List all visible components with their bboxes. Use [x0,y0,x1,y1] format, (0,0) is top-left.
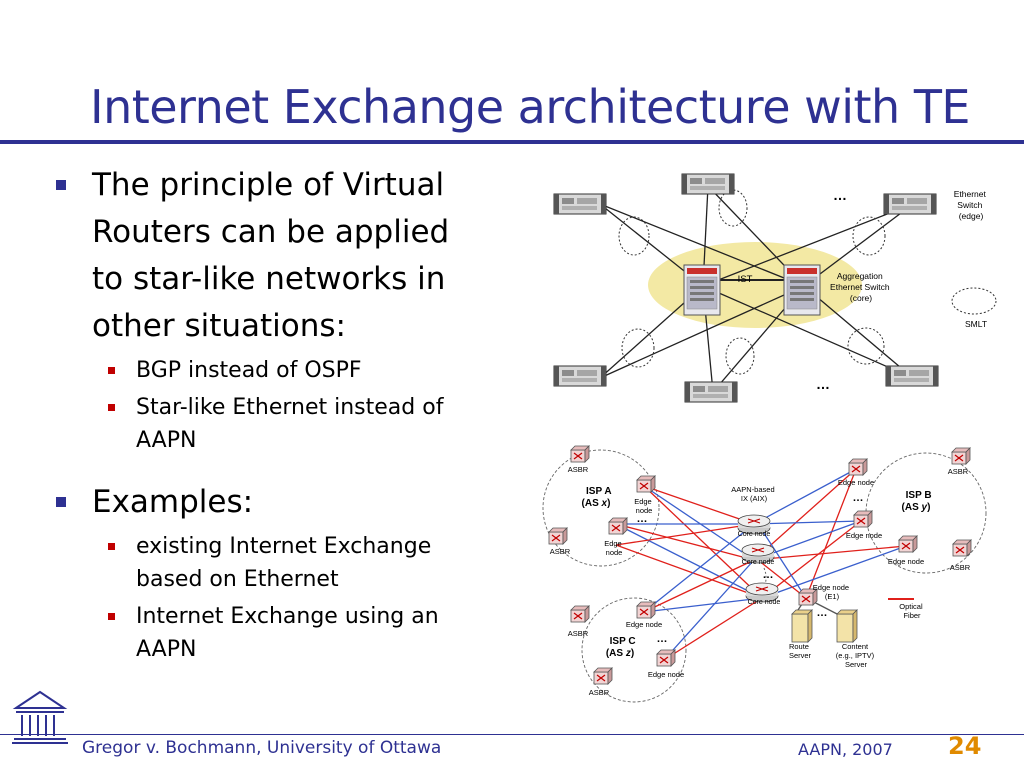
sub-bullet-existing-ix: existing Internet Exchange based on Ethe… [52,530,502,596]
sub-bullet-line: BGP instead of OSPF [136,358,362,383]
sub-bullet-star-ethernet: Star-like Ethernet instead of AAPN [52,391,502,457]
edge-router-icon [656,649,676,667]
isp-regions [542,449,987,703]
edge-switch-icon [885,365,939,387]
core-node-label: Core node [738,531,771,538]
sub-bullet-bgp: BGP instead of OSPF [52,354,502,387]
asbr-label: ASBR [948,467,969,476]
isp-c-label: ISP C (AS z) [606,636,639,659]
core-switch-icon [683,264,721,316]
asbr-label: ASBR [589,688,610,697]
asbr-router-icon [952,539,972,557]
title-divider [0,140,1024,144]
sub-bullet-marker [108,367,115,374]
route-server-icon [791,609,813,643]
sub-bullet-line: existing Internet Exchange [136,534,432,559]
asbr-label: ASBR [568,465,589,474]
bullet-examples: Examples: [52,479,502,526]
edge-switch-label: Ethernet Switch (edge) [954,189,989,221]
edge-node-label: Edge node [604,539,624,557]
sub-bullet-ix-aapn: Internet Exchange using an AAPN [52,600,502,666]
footer-event: AAPN, 2007 [798,740,893,759]
bullet-line: Routers can be applied [92,214,450,250]
edge-router-icon [898,535,918,553]
bullet-line: to star-like networks in [92,261,446,297]
edge-node-label: Edge node [846,531,882,540]
core-node-label: Core node [742,559,775,566]
sub-bullet-marker [108,404,115,411]
slide-title: Internet Exchange architecture with TE [90,80,971,134]
isp-b-label: ISP B (AS y) [902,490,935,513]
edge-node-label: Edge node [626,620,662,629]
ellipsis-bottom: … [816,376,830,392]
asbr-label: ASBR [950,563,971,572]
more-nodes-dots: … [817,607,828,619]
sub-bullet-marker [108,613,115,620]
edge-switch-icon [684,381,738,403]
edge-node-label: Edge node [838,478,874,487]
route-server-label: Route Server [789,642,812,660]
edge-switch-icon [553,365,607,387]
isp-a-label: ISP A (AS x) [582,486,614,509]
smlt-ellipses [618,189,997,375]
bullet-marker [56,497,66,507]
edge-node-label: Edge node [648,670,684,679]
university-logo-icon [12,690,68,744]
optical-fiber-label: Optical Fiber [899,602,924,620]
aapn-ix-diagram: ASBR ASBR ASBR ASBR ASBR ASBR Edge node … [542,445,987,703]
ellipsis-top: … [833,187,847,203]
aggregation-label: Aggregation Ethernet Switch (core) [830,271,892,303]
sub-bullet-line: Star-like Ethernet instead of [136,395,444,420]
optical-links [615,468,914,661]
more-nodes-dots: … [637,513,648,525]
more-nodes-dots: … [853,492,864,504]
bullet-list: The principle of Virtual Routers can be … [52,162,502,670]
asbr-router-icon [570,605,590,623]
content-server-label: Content (e.g., IPTV) Server [836,642,876,669]
asbr-router-icon [548,527,568,545]
edge-switch-icon [553,193,607,215]
sub-bullet-marker [108,543,115,550]
bullet-marker [56,180,66,190]
bullet-line: The principle of Virtual [92,167,445,203]
aix-label: AAPN-based IX (AIX) [731,485,776,503]
asbr-router-icon [570,445,590,463]
edge-router-icon [636,475,656,493]
footer-divider [0,734,1024,735]
ist-label: IST [738,274,753,285]
asbr-label: ASBR [550,547,571,556]
bullet-line: Examples: [92,484,254,520]
bullet-virtual-routers: The principle of Virtual Routers can be … [52,162,502,350]
asbr-router-icon [951,447,971,465]
content-server-icon [836,609,858,643]
edge-router-icon [848,458,868,476]
edge-router-icon [853,510,873,528]
edge-node-e1-label: Edge node (E1) [813,583,851,601]
page-number: 24 [948,732,982,760]
asbr-router-icon [593,667,613,685]
smlt-label: SMLT [965,319,987,329]
core-switch-icon [783,264,821,316]
more-nodes-dots: … [657,633,668,645]
edge-node-label: Edge node [888,557,924,566]
sub-bullet-line: based on Ethernet [136,567,339,592]
edge-node-label: Edge node [634,497,654,515]
edge-router-icon [636,601,656,619]
more-nodes-dots: … [763,569,774,581]
sub-bullet-line: AAPN [136,428,197,453]
edge-switch-icon [681,173,735,195]
sub-bullet-line: Internet Exchange using an [136,604,439,629]
edge-switch-icon [883,193,937,215]
asbr-label: ASBR [568,629,589,638]
sub-bullet-line: AAPN [136,637,197,662]
ethernet-star-diagram: … … IST Aggregation Ethernet Switch (cor… [553,173,997,403]
bullet-line: other situations: [92,308,346,344]
core-node-label: Core node [748,599,781,606]
footer-author: Gregor v. Bochmann, University of Ottawa [82,738,442,758]
edge-router-icon [608,517,628,535]
